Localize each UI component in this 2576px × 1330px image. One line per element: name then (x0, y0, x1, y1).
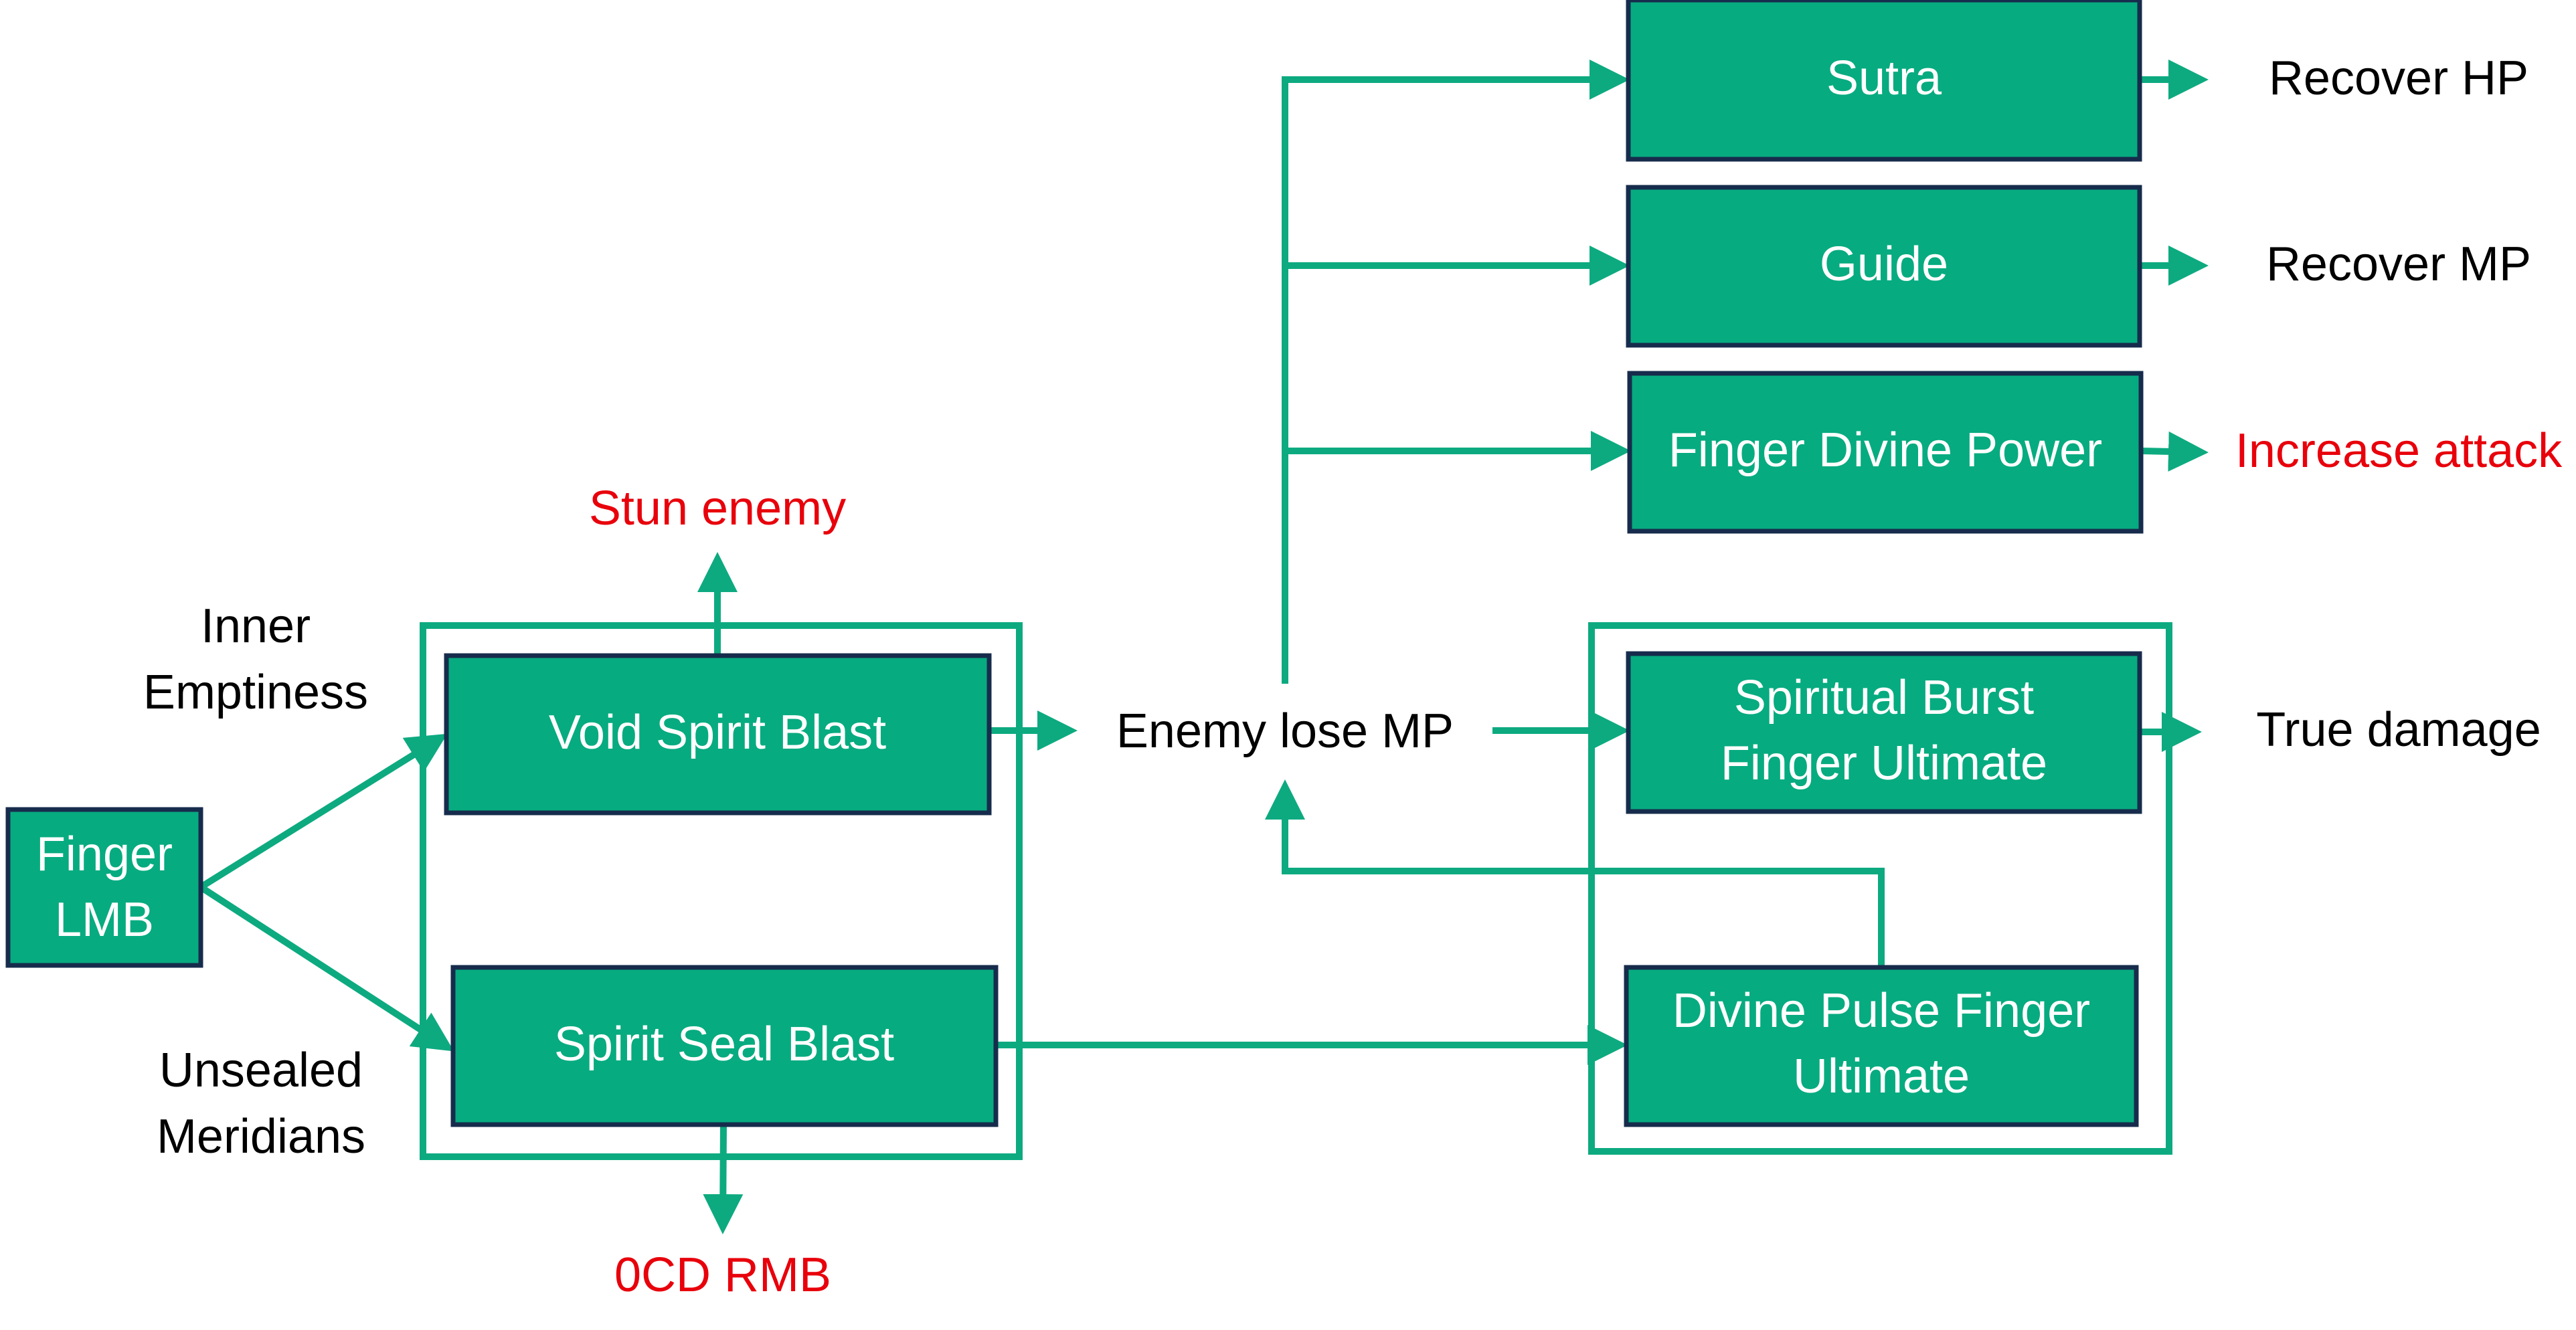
node-divine-pulse-line1: Divine Pulse Finger (1672, 984, 2090, 1038)
node-guide[interactable]: Guide (1626, 185, 2142, 348)
node-void-spirit-blast[interactable]: Void Spirit Blast (444, 653, 992, 816)
node-finger-lmb-line1: Finger (36, 828, 173, 881)
edge-lmb-to-void (199, 733, 448, 890)
node-sutra-label: Sutra (1826, 52, 1942, 105)
node-spirit-seal-blast[interactable]: Spirit Seal Blast (450, 965, 999, 1127)
label-inner-emptiness-line1: Inner (201, 599, 311, 653)
label-enemy-lose-mp: Enemy lose MP (1116, 704, 1454, 758)
label-increase-attack: Increase attack (2235, 424, 2563, 478)
ultimate-group-box (1588, 622, 2172, 1155)
label-unsealed-meridians-line1: Unsealed (159, 1044, 363, 1097)
node-void-spirit-blast-label: Void Spirit Blast (549, 706, 886, 759)
edge-power-to-increase-attack (2140, 431, 2209, 472)
node-spiritual-burst-line1: Spiritual Burst (1734, 671, 2034, 725)
node-spiritual-burst-line2: Finger Ultimate (1721, 737, 2047, 790)
node-finger-divine-power-label: Finger Divine Power (1668, 423, 2102, 477)
node-spirit-seal-blast-label: Spirit Seal Blast (554, 1018, 894, 1071)
label-true-damage: True damage (2256, 703, 2541, 757)
edge-lmb-to-seal (199, 884, 454, 1052)
label-recover-mp: Recover MP (2266, 238, 2531, 291)
node-finger-lmb-line2: LMB (55, 893, 154, 947)
node-finger-divine-power[interactable]: Finger Divine Power (1627, 371, 2144, 534)
label-unsealed-meridians-line2: Meridians (157, 1110, 365, 1163)
label-0cd-rmb: 0CD RMB (614, 1248, 831, 1302)
node-guide-label: Guide (1820, 238, 1948, 291)
label-recover-hp: Recover HP (2269, 52, 2528, 105)
node-spiritual-burst-finger-ultimate[interactable]: Spiritual Burst Finger Ultimate (1626, 651, 2142, 814)
edge-trunk-to-sutra (1282, 60, 1630, 684)
label-inner-emptiness-line2: Emptiness (143, 666, 368, 719)
node-sutra[interactable]: Sutra (1626, 0, 2142, 162)
label-stun-enemy: Stun enemy (589, 482, 846, 535)
edge-divine-pulse-to-enemy-lose-mp (1265, 779, 1885, 967)
node-divine-pulse-finger-ultimate[interactable]: Divine Pulse Finger Ultimate (1624, 965, 2139, 1127)
node-divine-pulse-line2: Ultimate (1793, 1050, 1970, 1103)
edges (199, 60, 2209, 1234)
node-finger-lmb[interactable]: Finger LMB (5, 807, 203, 968)
